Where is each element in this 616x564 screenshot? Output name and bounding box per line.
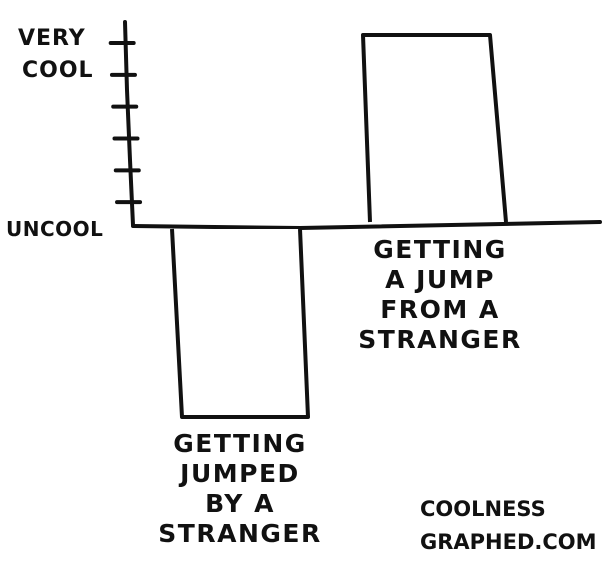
footer-line-1: COOLNESS xyxy=(420,497,546,521)
category-label-1-line-1: GETTING xyxy=(173,429,307,458)
bar-1 xyxy=(170,228,310,419)
category-label-1-line-3: BY A xyxy=(205,489,275,518)
category-label-2-line-3: FROM A xyxy=(380,295,500,324)
x-axis xyxy=(131,220,602,230)
bar-2 xyxy=(361,33,508,223)
bars xyxy=(170,33,508,419)
footer-line-2: GRAPHED.COM xyxy=(420,530,597,554)
category-label-1-line-4: STRANGER xyxy=(158,519,321,548)
category-label-1-line-2: JUMPED xyxy=(178,459,300,488)
category-label-2-line-1: GETTING xyxy=(373,235,507,264)
category-label-2-line-4: STRANGER xyxy=(358,325,521,354)
y-axis xyxy=(123,20,135,227)
y-label-cool: COOL xyxy=(22,58,94,83)
y-axis-ticks xyxy=(108,41,143,205)
category-label-2-line-2: A JUMP xyxy=(385,265,495,294)
y-label-uncool: UNCOOL xyxy=(6,217,103,241)
y-label-very: VERY xyxy=(18,26,86,51)
